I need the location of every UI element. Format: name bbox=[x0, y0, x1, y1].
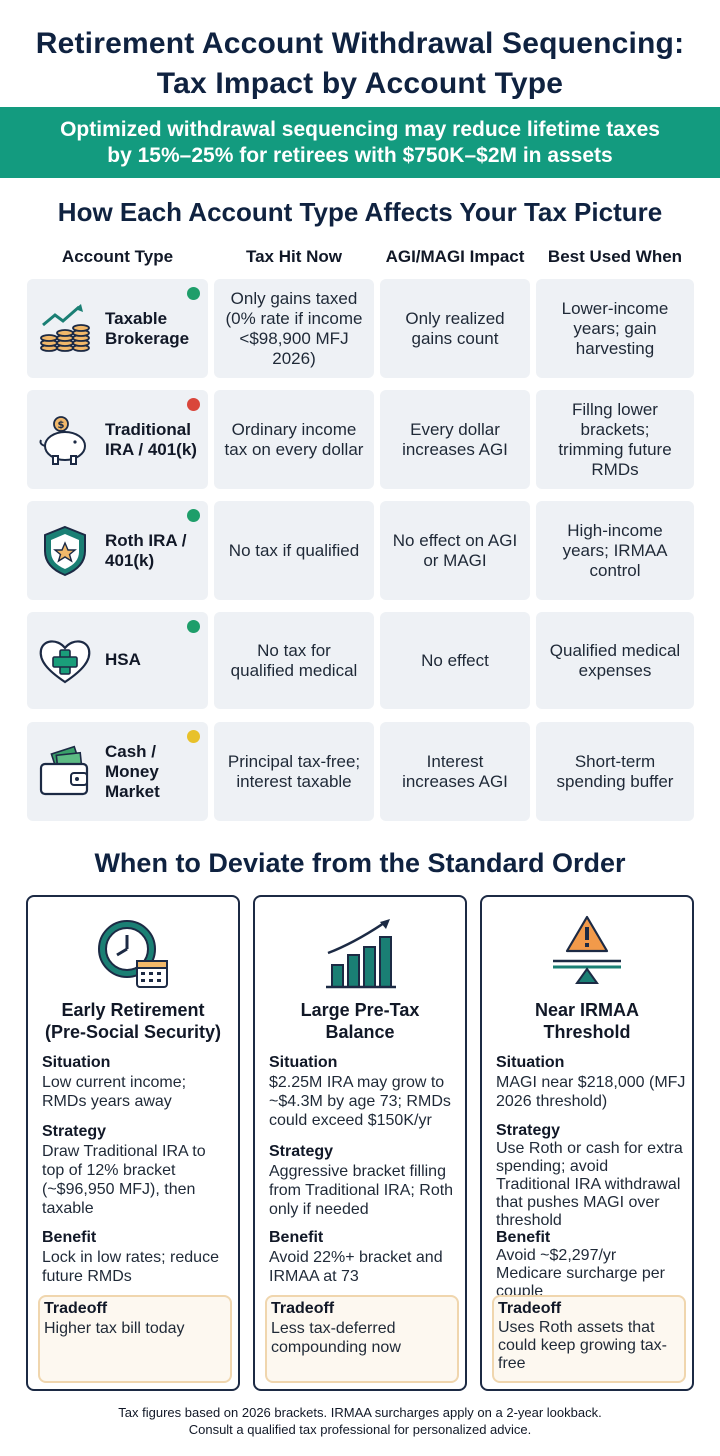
strategy-text: Draw Traditional IRA to top of 12% brack… bbox=[42, 1143, 206, 1217]
strategy-label: Strategy bbox=[42, 1123, 107, 1140]
agi-impact-cell: No effect bbox=[380, 612, 530, 709]
strategy-text: Aggressive bracket filling from Traditio… bbox=[269, 1163, 454, 1218]
strategy-label: Strategy bbox=[496, 1122, 561, 1139]
tax-hit-cell: Only gains taxed (0% rate if income <$98… bbox=[214, 279, 374, 378]
account-name: Roth IRA / 401(k) bbox=[105, 531, 187, 570]
table-row-taxable-brokerage: Taxable Brokerage bbox=[27, 279, 208, 378]
tradeoff-label: Tradeoff bbox=[271, 1300, 335, 1317]
footer-disclaimer: Tax figures based on 2026 brackets. IRMA… bbox=[0, 1404, 720, 1438]
tradeoff-box: Tradeoff Uses Roth assets that could kee… bbox=[492, 1295, 686, 1383]
tradeoff-label: Tradeoff bbox=[498, 1300, 562, 1317]
benefit-label: Benefit bbox=[42, 1229, 97, 1246]
account-name: HSA bbox=[105, 650, 141, 669]
shield-star-icon bbox=[44, 525, 86, 577]
best-used-cell: Lower-income years; gain harvesting bbox=[536, 279, 694, 378]
situation-label: Situation bbox=[496, 1054, 565, 1071]
scenario-card-large-pretax: Large Pre-Tax Balance Situation $2.25M I… bbox=[253, 895, 467, 1391]
benefit-text: Avoid 22%+ bracket and IRMAA at 73 bbox=[269, 1249, 443, 1285]
svg-text:$: $ bbox=[58, 420, 65, 431]
tax-hit-cell: Principal tax-free; interest taxable bbox=[214, 722, 374, 821]
savings-banner: Optimized withdrawal sequencing may redu… bbox=[0, 107, 720, 178]
strategy-label: Strategy bbox=[269, 1143, 334, 1160]
deviate-heading: When to Deviate from the Standard Order bbox=[94, 848, 626, 878]
column-header-tax-hit: Tax Hit Now bbox=[245, 247, 343, 266]
tax-hit-cell: No tax for qualified medical bbox=[214, 612, 374, 709]
agi-impact-cell: Only realized gains count bbox=[380, 279, 530, 378]
coin-stacks-growth-icon bbox=[40, 304, 90, 352]
benefit-text: Lock in low rates; reduce future RMDs bbox=[42, 1249, 219, 1285]
tradeoff-label: Tradeoff bbox=[44, 1300, 108, 1317]
benefit-label: Benefit bbox=[496, 1229, 551, 1246]
status-dot bbox=[187, 287, 200, 300]
tradeoff-box: Tradeoff Less tax-deferred compounding n… bbox=[265, 1295, 459, 1383]
card-title: Large Pre-Tax Balance bbox=[300, 1000, 420, 1042]
benefit-text: Avoid ~$2,297/yr Medicare surcharge per … bbox=[496, 1247, 665, 1300]
tradeoff-text: Less tax-deferred compounding now bbox=[271, 1320, 401, 1356]
status-dot bbox=[187, 398, 200, 411]
warning-balance-icon bbox=[553, 915, 621, 984]
clock-calendar-icon bbox=[98, 920, 168, 988]
status-dot bbox=[187, 509, 200, 522]
table-row-cash: Cash / Money Market bbox=[27, 722, 208, 821]
agi-impact-cell: Every dollar increases AGI bbox=[380, 390, 530, 489]
situation-text: Low current income; RMDs years away bbox=[42, 1074, 187, 1110]
strategy-text: Use Roth or cash for extra spending; avo… bbox=[496, 1140, 683, 1229]
heart-cross-icon bbox=[39, 640, 91, 684]
footer-line-2: Consult a qualified tax professional for… bbox=[188, 1422, 532, 1437]
banner-line-1: Optimized withdrawal sequencing may redu… bbox=[60, 118, 660, 141]
column-header-best-used: Best Used When bbox=[547, 247, 683, 266]
agi-impact-cell: Interest increases AGI bbox=[380, 722, 530, 821]
table-row-traditional-ira: $ Traditional IRA / 401(k) bbox=[27, 390, 208, 489]
status-dot bbox=[187, 620, 200, 633]
situation-label: Situation bbox=[269, 1054, 338, 1071]
growth-bar-chart-icon bbox=[326, 919, 396, 989]
tradeoff-box: Tradeoff Higher tax bill today bbox=[38, 1295, 232, 1383]
best-used-cell: High-income years; IRMAA control bbox=[536, 501, 694, 600]
column-header-agi-impact: AGI/MAGI Impact bbox=[385, 247, 525, 266]
best-used-cell: Short-term spending buffer bbox=[536, 722, 694, 821]
footer-line-1: Tax figures based on 2026 brackets. IRMA… bbox=[118, 1405, 602, 1420]
account-name: Traditional IRA / 401(k) bbox=[105, 420, 197, 459]
status-dot bbox=[187, 730, 200, 743]
table-heading: How Each Account Type Affects Your Tax P… bbox=[57, 197, 663, 227]
situation-text: MAGI near $218,000 (MFJ 2026 threshold) bbox=[496, 1074, 686, 1110]
piggy-bank-icon: $ bbox=[39, 416, 86, 465]
account-name: Taxable Brokerage bbox=[105, 309, 190, 348]
situation-text: $2.25M IRA may grow to ~$4.3M by age 73;… bbox=[269, 1074, 451, 1129]
card-title: Near IRMAA Threshold bbox=[534, 1000, 640, 1042]
tax-hit-cell: Ordinary income tax on every dollar bbox=[214, 390, 374, 489]
tax-hit-cell: No tax if qualified bbox=[214, 501, 374, 600]
tradeoff-text: Higher tax bill today bbox=[44, 1320, 185, 1337]
account-name: Cash / Money Market bbox=[105, 742, 160, 801]
best-used-cell: Qualified medical expenses bbox=[536, 612, 694, 709]
scenario-card-near-irmaa: Near IRMAA Threshold Situation MAGI near… bbox=[480, 895, 694, 1391]
table-row-hsa: HSA bbox=[27, 612, 208, 709]
card-title: Early Retirement (Pre-Social Security) bbox=[44, 1000, 222, 1042]
scenario-card-early-retirement: Early Retirement (Pre-Social Security) S… bbox=[26, 895, 240, 1391]
table-row-roth: Roth IRA / 401(k) bbox=[27, 501, 208, 600]
benefit-label: Benefit bbox=[269, 1229, 324, 1246]
tradeoff-text: Uses Roth assets that could keep growing… bbox=[498, 1319, 667, 1372]
wallet-cash-icon bbox=[39, 745, 89, 796]
best-used-cell: Fillng lower brackets; trimming future R… bbox=[536, 390, 694, 489]
situation-label: Situation bbox=[42, 1054, 111, 1071]
column-header-account-type: Account Type bbox=[61, 247, 174, 266]
page-title: Retirement Account Withdrawal Sequencing… bbox=[0, 24, 720, 104]
title-line-1: Retirement Account Withdrawal Sequencing… bbox=[35, 27, 685, 60]
title-line-2: Tax Impact by Account Type bbox=[156, 67, 564, 100]
banner-line-2: by 15%–25% for retirees with $750K–$2M i… bbox=[107, 144, 613, 167]
agi-impact-cell: No effect on AGI or MAGI bbox=[380, 501, 530, 600]
